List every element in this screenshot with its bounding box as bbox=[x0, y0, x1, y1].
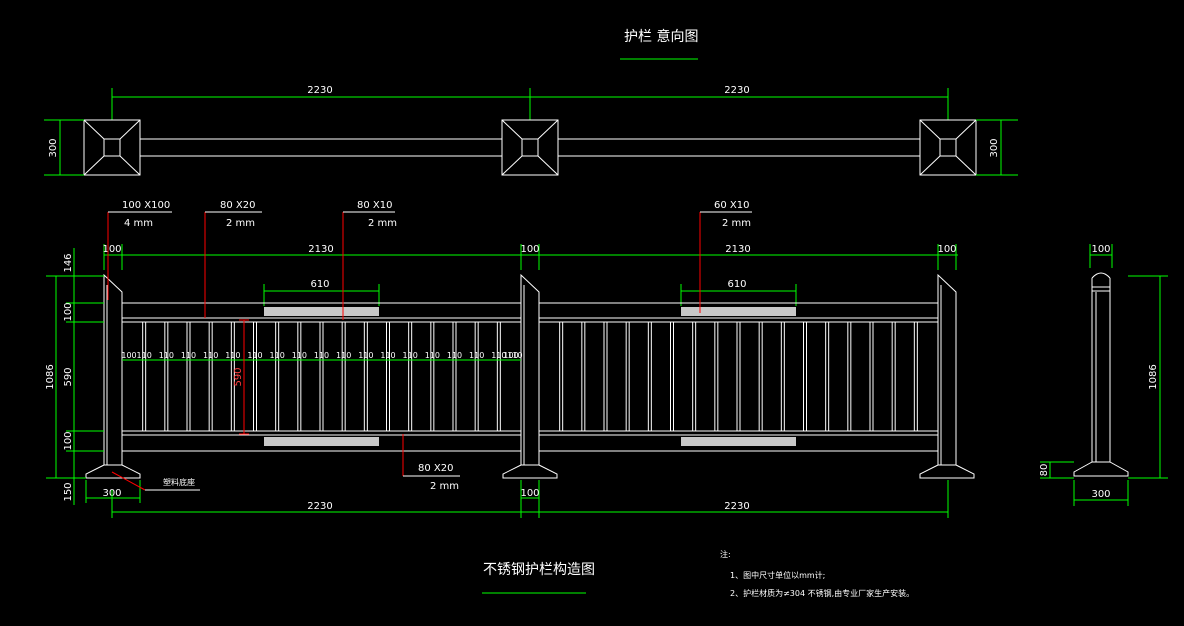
bar-spacing-label: 100 bbox=[121, 351, 136, 360]
notes-heading: 注: bbox=[720, 549, 731, 559]
callout-top-rail: 80 X20 2 mm bbox=[204, 200, 262, 318]
dim-post-w-3: 100 bbox=[937, 244, 956, 255]
dim-post-bottom-width: 100 bbox=[520, 488, 539, 499]
elevation-post-2 bbox=[502, 273, 558, 479]
dim-rail-bottom: 100 bbox=[63, 431, 74, 450]
svg-text:80 X20: 80 X20 bbox=[220, 200, 255, 211]
plan-span-left: 2230 bbox=[307, 85, 332, 96]
bar-spacing-label: 110 bbox=[247, 351, 262, 360]
side-view: 100 1086 80 300 bbox=[1039, 244, 1168, 506]
bar-spacing-label: 110 bbox=[159, 351, 174, 360]
callout-post: 100 X100 4 mm bbox=[107, 200, 172, 300]
plan-title: 护栏 意向图 bbox=[624, 28, 698, 45]
plate-bottom-left bbox=[264, 437, 379, 446]
dim-bay-2: 2130 bbox=[725, 244, 750, 255]
callout-base: 塑料底座 bbox=[111, 471, 200, 491]
plate-top-left bbox=[264, 307, 379, 316]
svg-text:100 X100: 100 X100 bbox=[122, 200, 170, 211]
elevation-view: 100 2130 100 2130 100 610 610 bbox=[45, 200, 975, 518]
bar-spacing-label: 110 bbox=[137, 351, 152, 360]
dim-bay-1: 2130 bbox=[308, 244, 333, 255]
svg-text:80 X20: 80 X20 bbox=[418, 463, 453, 474]
plan-post-3 bbox=[919, 119, 977, 176]
side-base-width: 300 bbox=[1091, 489, 1110, 500]
callout-bottom-rail: 80 X20 2 mm bbox=[402, 434, 460, 492]
notes: 注: 1、图中尺寸单位以mm计; 2、护栏材质为≠304 不锈钢,由专业厂家生产… bbox=[720, 549, 914, 598]
plan-width-left: 300 bbox=[48, 138, 59, 157]
callout-plate: 60 X10 2 mm bbox=[699, 200, 752, 313]
bar-spacing-label: 110 bbox=[491, 351, 506, 360]
bar-spacing-label: 110 bbox=[507, 351, 522, 360]
svg-text:80 X10: 80 X10 bbox=[357, 200, 392, 211]
svg-text:2 mm: 2 mm bbox=[226, 218, 255, 229]
dim-span-bottom-1: 2230 bbox=[307, 501, 332, 512]
bar-spacing-label: 110 bbox=[292, 351, 307, 360]
elevation-post-3 bbox=[919, 273, 975, 479]
dim-rail-top: 100 bbox=[63, 302, 74, 321]
top-rail bbox=[122, 302, 938, 323]
bar-spacing-label: 110 bbox=[314, 351, 329, 360]
bar-spacing-label: 110 bbox=[225, 351, 240, 360]
bar-spacing-label: 110 bbox=[181, 351, 196, 360]
dim-post-w-2: 100 bbox=[520, 244, 539, 255]
base-label: 塑料底座 bbox=[163, 477, 195, 487]
bar-spacing-label: 110 bbox=[425, 351, 440, 360]
infill-bars bbox=[142, 322, 918, 431]
side-height: 1086 bbox=[1148, 364, 1159, 389]
elevation-title: 不锈钢护栏构造图 bbox=[483, 562, 595, 578]
svg-text:2 mm: 2 mm bbox=[430, 481, 459, 492]
bar-spacing-label: 110 bbox=[270, 351, 285, 360]
callout-bar: 80 X10 2 mm bbox=[342, 200, 397, 320]
bar-spacing-label: 110 bbox=[380, 351, 395, 360]
side-post-width: 100 bbox=[1091, 244, 1110, 255]
bar-spacing-label: 100 bbox=[503, 351, 518, 360]
dim-infill: 590 bbox=[63, 367, 74, 386]
bar-spacing-label: 110 bbox=[403, 351, 418, 360]
svg-text:2 mm: 2 mm bbox=[722, 218, 751, 229]
bar-spacing-label: 110 bbox=[469, 351, 484, 360]
bar-spacing-label: 110 bbox=[358, 351, 373, 360]
svg-text:4 mm: 4 mm bbox=[124, 218, 153, 229]
plan-span-right: 2230 bbox=[724, 85, 749, 96]
dim-base-height: 150 bbox=[63, 482, 74, 501]
dim-span-bottom-2: 2230 bbox=[724, 501, 749, 512]
plan-width-right: 300 bbox=[989, 138, 1000, 157]
plan-post-1 bbox=[83, 119, 141, 176]
bottom-rail bbox=[122, 430, 938, 452]
bar-spacing-label: 110 bbox=[447, 351, 462, 360]
elevation-post-1 bbox=[85, 273, 141, 479]
dim-post-w-1: 100 bbox=[102, 244, 121, 255]
bar-spacing-label: 110 bbox=[336, 351, 351, 360]
notes-line-2: 2、护栏材质为≠304 不锈钢,由专业厂家生产安装。 bbox=[730, 588, 914, 598]
dim-top-part: 146 bbox=[63, 253, 74, 272]
dim-plate-len-1: 610 bbox=[310, 279, 329, 290]
svg-text:60 X10: 60 X10 bbox=[714, 200, 749, 211]
notes-line-1: 1、图中尺寸单位以mm计; bbox=[730, 570, 825, 580]
bar-spacing-label: 110 bbox=[203, 351, 218, 360]
plate-top-right bbox=[681, 307, 796, 316]
plan-post-2 bbox=[501, 119, 559, 176]
side-base-height: 80 bbox=[1039, 464, 1050, 477]
dim-total-height: 1086 bbox=[45, 364, 56, 389]
plan-view: 2230 2230 300 bbox=[44, 85, 1018, 176]
dim-infill-red: 590 bbox=[233, 367, 244, 386]
plate-bottom-right bbox=[681, 437, 796, 446]
dim-plate-len-2: 610 bbox=[727, 279, 746, 290]
svg-text:2 mm: 2 mm bbox=[368, 218, 397, 229]
